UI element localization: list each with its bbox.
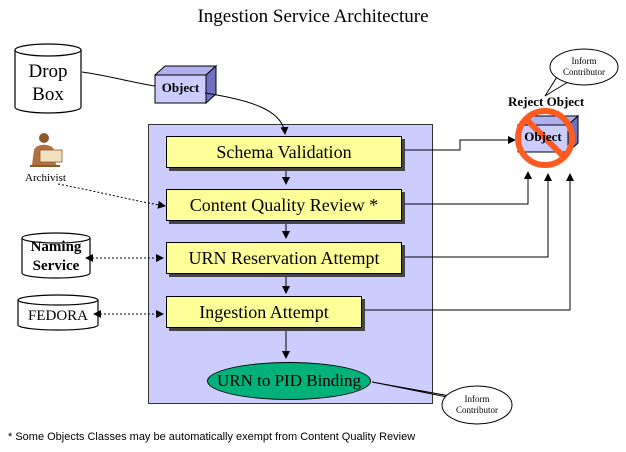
- fedora-label: FEDORA: [27, 308, 88, 324]
- object-label: Object: [161, 80, 200, 95]
- drop-box-line2: Box: [32, 84, 64, 105]
- urn-to-pid-binding: URN to PID Binding: [207, 362, 371, 400]
- naming-service-line1: Naming: [30, 239, 82, 255]
- inform-contributor-bubble-bottom: [371, 381, 513, 425]
- diagram-title: Ingestion Service Architecture: [197, 6, 429, 27]
- inform-top-line2: Contributor: [563, 67, 605, 77]
- step-ingestion-attempt: Ingestion Attempt: [166, 296, 362, 328]
- naming-service-line2: Service: [32, 258, 80, 274]
- naming-service-cylinder: [21, 232, 91, 279]
- drop-box-line1: Drop: [28, 61, 68, 82]
- archivist-icon: [30, 133, 63, 167]
- inform-contributor-top-label: Inform Contributor: [550, 56, 618, 78]
- reject-object-title: Reject Object: [508, 94, 585, 109]
- object-cube: [153, 64, 218, 105]
- inform-contributor-bottom-label: Inform Contributor: [442, 394, 512, 416]
- drop-box-label: Drop Box: [15, 60, 81, 106]
- step-schema-validation: Schema Validation: [166, 136, 402, 168]
- archivist-label: Archivist: [25, 172, 66, 184]
- inform-bottom-line1: Inform: [464, 394, 490, 404]
- inform-bottom-line2: Contributor: [456, 405, 498, 415]
- fedora-cylinder: [17, 294, 99, 331]
- step-content-quality-review: Content Quality Review *: [166, 189, 402, 221]
- inform-top-line1: Inform: [571, 56, 597, 66]
- naming-service-label: Naming Service: [22, 238, 90, 276]
- no-symbol-icon: [515, 108, 575, 168]
- drop-box-cylinder: [14, 43, 82, 114]
- inform-contributor-bubble-top: [544, 48, 619, 97]
- reject-object-cube-label: Object: [524, 129, 562, 144]
- footnote: * Some Objects Classes may be automatica…: [8, 431, 416, 443]
- step-urn-reservation-attempt: URN Reservation Attempt: [166, 242, 402, 274]
